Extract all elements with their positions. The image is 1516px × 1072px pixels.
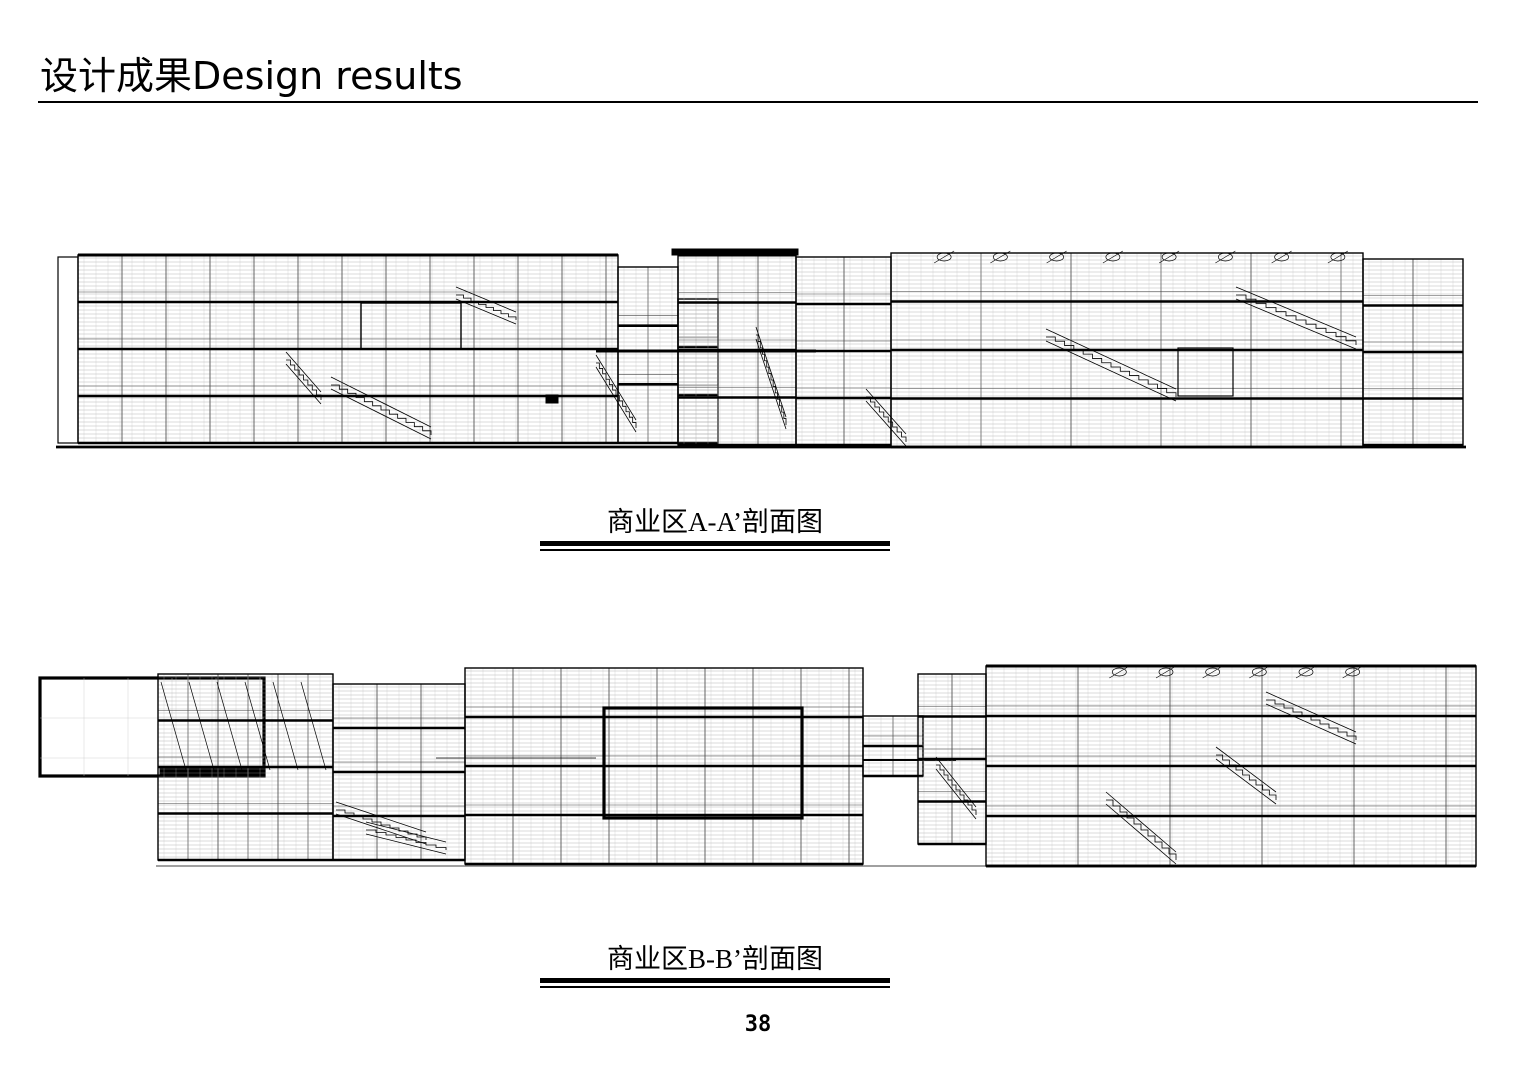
section-b-caption-underline-thin: [540, 986, 890, 988]
section-a-caption-underline-thin: [540, 549, 890, 551]
page-title: 设计成果Design results: [40, 54, 463, 98]
section-b-caption: 商业区B-B’剖面图: [607, 944, 823, 974]
section-a-caption-underline: [540, 541, 890, 546]
section-b-caption-underline: [540, 978, 890, 983]
page-number: 38: [744, 1012, 772, 1037]
section-a-caption: 商业区A-A’剖面图: [607, 507, 823, 537]
title-divider: [38, 101, 1478, 103]
section-drawing-a: [56, 245, 1466, 455]
section-drawing-b: [36, 660, 1480, 870]
